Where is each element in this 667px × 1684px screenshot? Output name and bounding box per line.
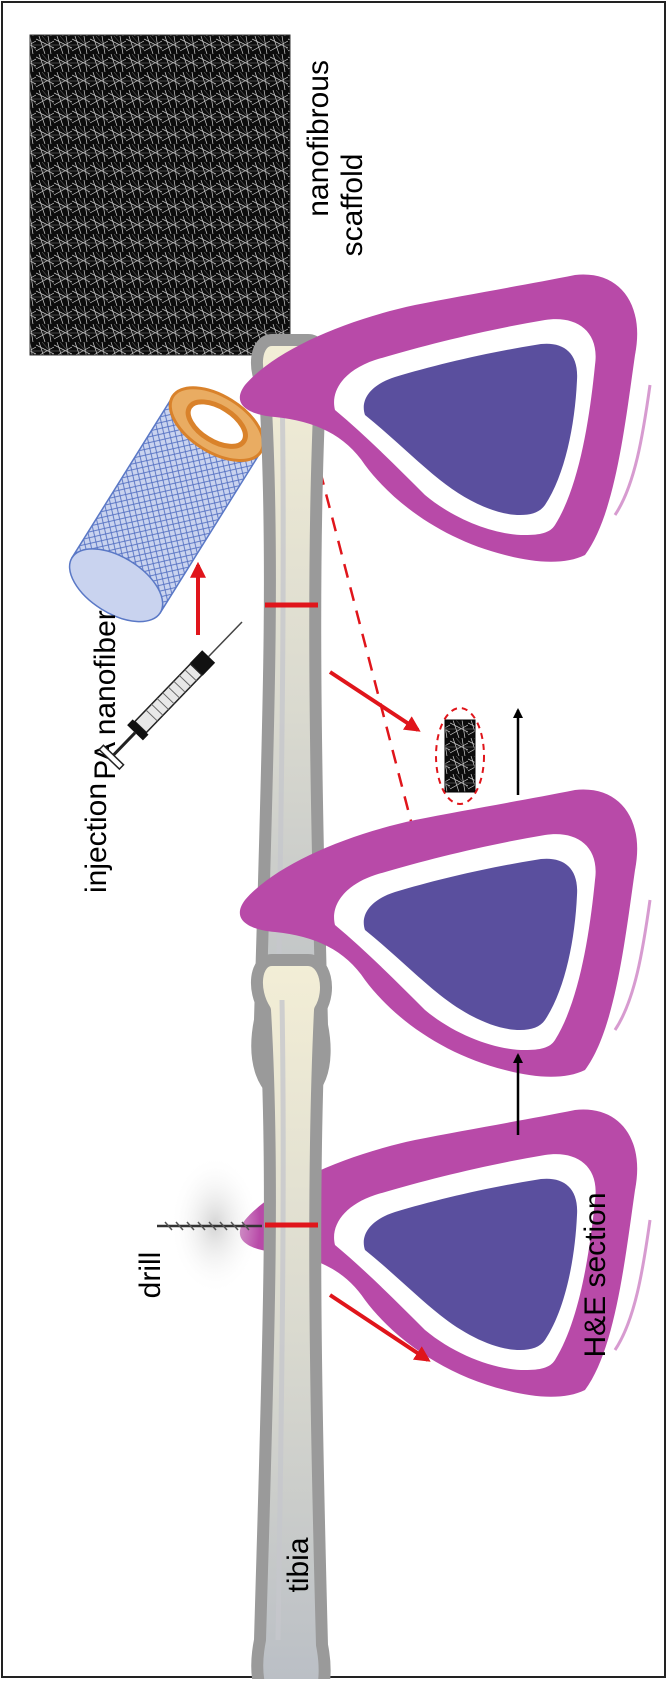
nanofibrous-scaffold-image: [30, 35, 290, 355]
nanofibrous-label: nanofibrous: [302, 60, 335, 217]
he-section-label: H&E section: [579, 1192, 612, 1357]
scaffold-label-2: scaffold: [336, 154, 369, 257]
pa-nanofiber-illustration: [57, 373, 276, 637]
injected-scaffold-plug: [436, 708, 484, 804]
tibia-label: tibia: [282, 1537, 315, 1592]
drill-bit: [157, 1155, 262, 1295]
drill-label: drill: [134, 1252, 167, 1299]
syringe: [99, 612, 252, 769]
injection-label: injection: [80, 783, 113, 893]
